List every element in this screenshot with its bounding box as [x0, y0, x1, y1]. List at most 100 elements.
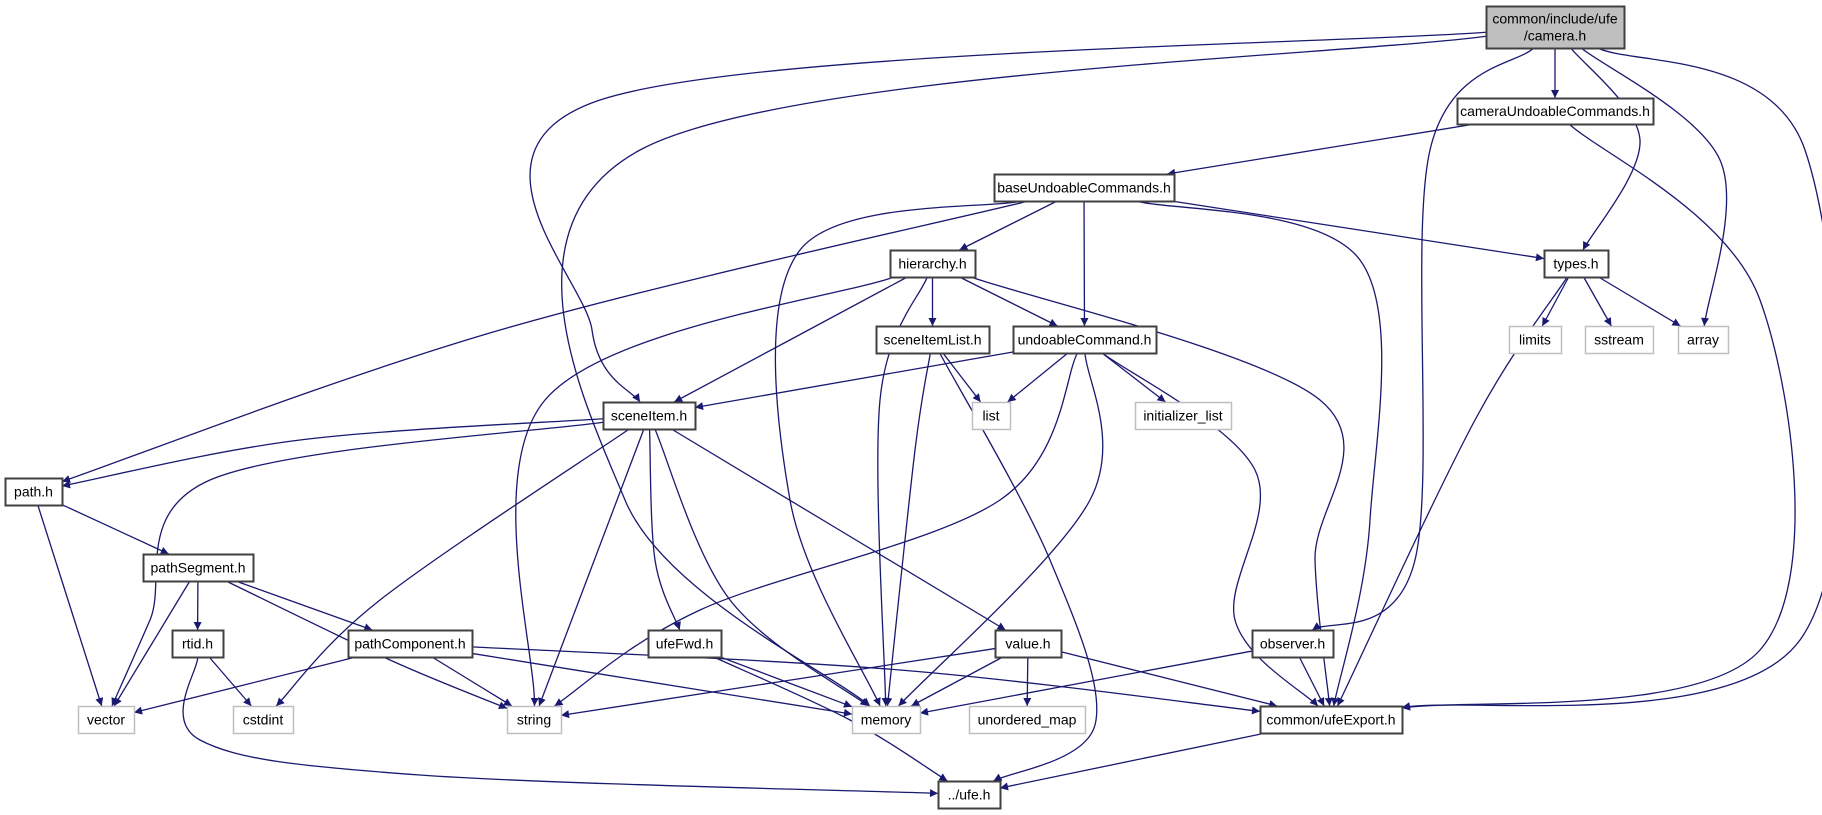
node-undoableCommand[interactable]: undoableCommand.h — [1012, 325, 1158, 355]
node-label: cstdint — [243, 712, 284, 728]
node-box — [4, 477, 64, 507]
edge-baseUndo-to-ufeExport — [1135, 200, 1383, 707]
node-label: array — [1687, 332, 1719, 348]
node-box — [937, 780, 1002, 810]
node-box — [1456, 97, 1655, 126]
node-label: pathSegment.h — [151, 560, 246, 576]
node-list: list — [971, 401, 1012, 431]
edge-path-to-vector — [37, 504, 104, 707]
edge-cameraUndo-to-ufeExport — [1401, 123, 1796, 711]
edge-undoableCommand-to-initializer_list — [1101, 352, 1166, 403]
edge-pathComponent-to-string — [431, 656, 513, 707]
node-box — [1584, 325, 1655, 355]
edge-baseUndo-to-path — [61, 200, 1029, 483]
node-label: undoableCommand.h — [1018, 332, 1152, 348]
edge-types-to-sstream — [1583, 276, 1612, 327]
edge-baseUndo-to-memory — [774, 200, 1023, 707]
node-label: common/include/ufe — [1492, 11, 1618, 27]
node-ufeExport[interactable]: common/ufeExport.h — [1259, 705, 1404, 735]
edge-ufeExport-to-ufe — [999, 732, 1266, 791]
edge-undoableCommand-to-ufeExport — [1101, 352, 1319, 707]
node-box — [968, 705, 1087, 735]
node-label: rtid.h — [182, 636, 213, 652]
edge-layer — [37, 31, 1822, 798]
node-pathSegment[interactable]: pathSegment.h — [142, 553, 255, 583]
node-box — [1485, 5, 1626, 50]
node-unordered_map: unordered_map — [968, 705, 1087, 735]
node-box — [993, 173, 1176, 203]
node-pathComponent[interactable]: pathComponent.h — [347, 629, 474, 659]
edge-sceneItem-to-ufeFwd — [648, 428, 681, 631]
node-box — [1543, 249, 1610, 279]
edge-rtid-to-cstdint — [208, 656, 252, 707]
node-hierarchy[interactable]: hierarchy.h — [889, 249, 977, 279]
node-box — [851, 705, 922, 735]
edge-sceneItemList-to-list — [942, 352, 982, 403]
node-label: sstream — [1594, 332, 1644, 348]
edge-sceneItem-to-string — [538, 428, 645, 707]
edge-undoableCommand-to-sceneItem — [694, 351, 1014, 411]
node-box — [971, 401, 1012, 431]
node-camera[interactable]: common/include/ufe/camera.h — [1485, 5, 1626, 50]
node-label: unordered_map — [978, 712, 1077, 728]
node-box — [875, 325, 991, 355]
node-label: /camera.h — [1524, 28, 1586, 44]
edge-ufeFwd-to-memory — [720, 656, 853, 708]
edge-observer-to-memory — [919, 650, 1253, 716]
node-box — [347, 629, 474, 659]
edge-hierarchy-to-ufeExport — [970, 276, 1345, 707]
node-label: ../ufe.h — [948, 787, 991, 803]
node-baseUndo[interactable]: baseUndoableCommands.h — [993, 173, 1176, 203]
edge-pathSegment-to-pathComponent — [235, 580, 373, 632]
edge-value-to-string — [560, 647, 996, 719]
edge-cameraUndo-to-baseUndo — [1167, 123, 1476, 177]
node-box — [1508, 325, 1563, 355]
node-string: string — [506, 705, 563, 735]
edge-camera-to-array — [1580, 47, 1728, 327]
node-label: types.h — [1553, 256, 1598, 272]
edge-hierarchy-to-sceneItem — [673, 276, 908, 403]
edge-observer-to-ufeExport — [1298, 656, 1325, 707]
node-observer[interactable]: observer.h — [1251, 629, 1335, 659]
edge-baseUndo-to-types — [1171, 200, 1545, 262]
node-limits: limits — [1508, 325, 1563, 355]
node-sceneItemList[interactable]: sceneItemList.h — [875, 325, 991, 355]
edge-types-to-ufeExport — [1336, 276, 1568, 707]
node-path[interactable]: path.h — [4, 477, 64, 507]
edge-value-to-memory — [910, 656, 1004, 707]
node-label: vector — [87, 712, 125, 728]
node-box — [1259, 705, 1404, 735]
edge-hierarchy-to-memory — [877, 276, 928, 707]
edge-pathComponent-to-vector — [133, 656, 357, 715]
node-layer: common/include/ufe/camera.h cameraUndoabl… — [4, 5, 1730, 810]
node-label: string — [517, 712, 551, 728]
node-box — [1134, 401, 1233, 431]
node-label: ufeFwd.h — [656, 636, 714, 652]
edge-undoableCommand-to-string — [554, 352, 1078, 707]
node-sceneItem[interactable]: sceneItem.h — [602, 401, 697, 431]
edge-camera-to-observer — [1311, 47, 1535, 631]
node-sstream: sstream — [1584, 325, 1655, 355]
node-types[interactable]: types.h — [1543, 249, 1610, 279]
node-ufeFwd[interactable]: ufeFwd.h — [647, 629, 723, 659]
node-value[interactable]: value.h — [994, 629, 1063, 659]
node-label: list — [982, 408, 999, 424]
edge-pathSegment-to-string — [225, 580, 508, 709]
edge-camera-to-sceneItem — [529, 31, 1487, 403]
edge-sceneItem-to-cstdint — [275, 428, 630, 707]
node-rtid[interactable]: rtid.h — [171, 629, 225, 659]
node-ufe[interactable]: ../ufe.h — [937, 780, 1002, 810]
node-memory: memory — [851, 705, 922, 735]
node-label: memory — [861, 712, 912, 728]
node-label: pathComponent.h — [354, 636, 465, 652]
node-initializer_list: initializer_list — [1134, 401, 1233, 431]
node-box — [171, 629, 225, 659]
edge-baseUndo-to-hierarchy — [959, 200, 1058, 251]
edge-sceneItem-to-value — [671, 428, 1006, 631]
edge-undoableCommand-to-list — [1007, 352, 1069, 403]
node-label: common/ufeExport.h — [1266, 712, 1395, 728]
edge-hierarchy-to-undoableCommand — [959, 276, 1058, 327]
node-cameraUndo[interactable]: cameraUndoableCommands.h — [1456, 97, 1655, 126]
node-box — [1677, 325, 1730, 355]
